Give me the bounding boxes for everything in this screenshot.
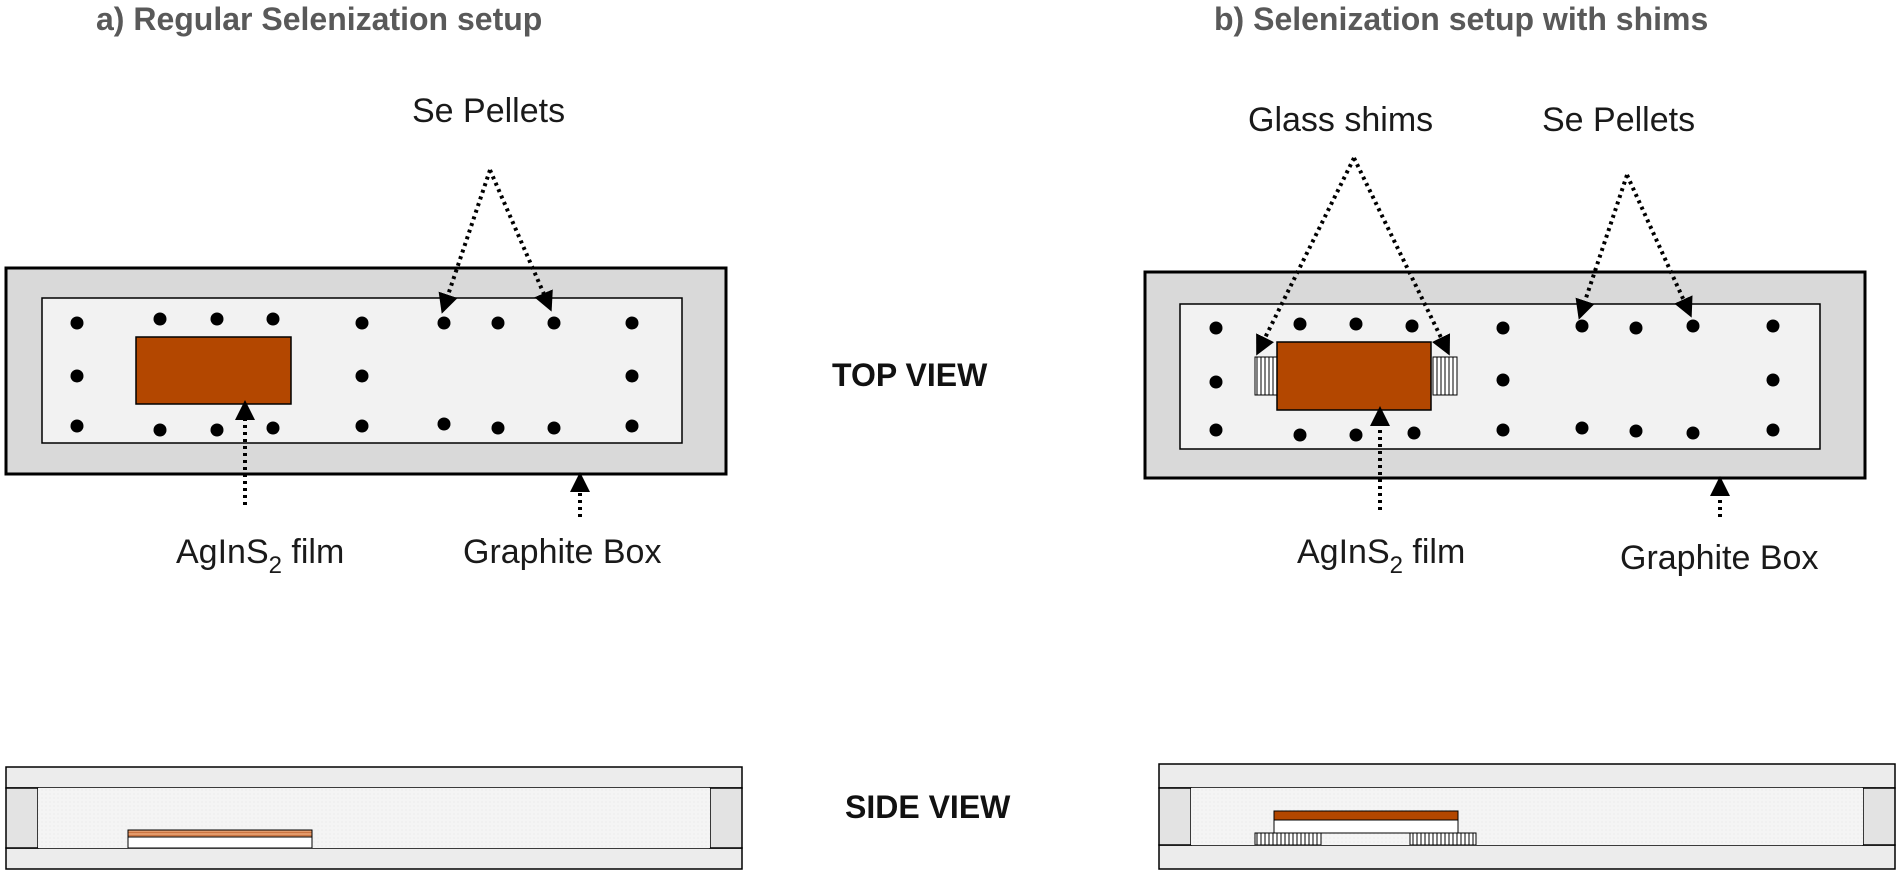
se-pellet: [355, 316, 369, 330]
se-pellet: [1575, 319, 1589, 333]
glass-substrate: [1273, 819, 1459, 834]
se-pellet: [547, 316, 561, 330]
film-label: AgInS2 film: [176, 533, 344, 579]
glass-shim-left: [1254, 832, 1322, 846]
se-pellet: [1766, 319, 1780, 333]
se-pellet: [266, 312, 280, 326]
box-wall-right: [1862, 787, 1896, 846]
se-pellet: [70, 316, 84, 330]
agins2-film: [1276, 341, 1432, 411]
se-pellet: [1405, 319, 1419, 333]
panel-b-top-view: [1143, 270, 1867, 480]
se-pellet: [1629, 321, 1643, 335]
se-pellet: [355, 419, 369, 433]
panel-a: a) Regular Selenization setup Se Pellets…: [4, 1, 743, 870]
se-pellet: [153, 423, 167, 437]
se-pellet: [1766, 423, 1780, 437]
panel-a-title: a) Regular Selenization setup: [96, 1, 542, 37]
se-pellet: [437, 417, 451, 431]
glass-shims-arrow: [1256, 157, 1356, 356]
glass-shim-right: [1432, 356, 1458, 396]
se-pellet: [70, 369, 84, 383]
se-pellet: [1496, 373, 1510, 387]
se-pellets-arrow: [1625, 174, 1693, 318]
se-pellet: [70, 419, 84, 433]
se-pellet: [625, 369, 639, 383]
se-pellet: [437, 316, 451, 330]
top-view-label: TOP VIEW: [832, 357, 988, 393]
box-wall-right: [709, 787, 743, 849]
panel-a-top-view: [4, 266, 728, 476]
agins2-film: [135, 336, 292, 405]
se-pellet: [1496, 423, 1510, 437]
se-pellet: [547, 421, 561, 435]
se-pellet: [210, 423, 224, 437]
se-pellet: [355, 369, 369, 383]
glass-shim-left: [1254, 356, 1280, 396]
se-pellets-group: [70, 312, 639, 437]
film-label: AgInS2 film: [1297, 533, 1465, 579]
se-pellet: [1293, 317, 1307, 331]
panel-b-side-view: [1158, 763, 1896, 870]
se-pellet: [625, 419, 639, 433]
agins2-film-layer: [127, 829, 313, 838]
box-wall-left: [1158, 787, 1192, 846]
se-pellet: [491, 421, 505, 435]
se-pellets-label: Se Pellets: [412, 92, 565, 130]
se-pellet: [491, 316, 505, 330]
se-pellet: [1209, 375, 1223, 389]
se-pellet: [1349, 428, 1363, 442]
box-lid: [1158, 763, 1896, 789]
se-pellets-group: [1209, 317, 1780, 442]
panel-b: b) Selenization setup with shims Glass s…: [1143, 1, 1896, 870]
se-pellet: [153, 312, 167, 326]
se-pellet: [1766, 373, 1780, 387]
se-pellet: [1293, 428, 1307, 442]
se-pellet: [1686, 319, 1700, 333]
glass-shims-label: Glass shims: [1248, 101, 1433, 139]
se-pellet: [1686, 426, 1700, 440]
graphite-box-label: Graphite Box: [1620, 539, 1818, 577]
se-pellet: [1209, 423, 1223, 437]
box-lid: [5, 766, 743, 789]
se-pellets-label: Se Pellets: [1542, 101, 1695, 139]
panel-b-title: b) Selenization setup with shims: [1214, 1, 1708, 37]
glass-substrate: [127, 836, 313, 849]
box-base: [5, 847, 743, 870]
agins2-film-layer: [1273, 810, 1459, 821]
se-pellet: [625, 316, 639, 330]
se-pellet: [1209, 321, 1223, 335]
graphite-box-label: Graphite Box: [463, 533, 661, 571]
glass-shim-right: [1409, 832, 1477, 846]
se-pellet: [1496, 321, 1510, 335]
side-view-label: SIDE VIEW: [845, 789, 1011, 825]
se-pellet: [266, 421, 280, 435]
box-base: [1158, 844, 1896, 870]
box-wall-left: [5, 787, 39, 849]
panel-a-side-view: [5, 766, 743, 870]
se-pellet: [210, 312, 224, 326]
se-pellet: [1575, 421, 1589, 435]
se-pellet: [1629, 424, 1643, 438]
se-pellet: [1407, 426, 1421, 440]
se-pellet: [1349, 317, 1363, 331]
glass-shims-arrow: [1352, 157, 1451, 356]
